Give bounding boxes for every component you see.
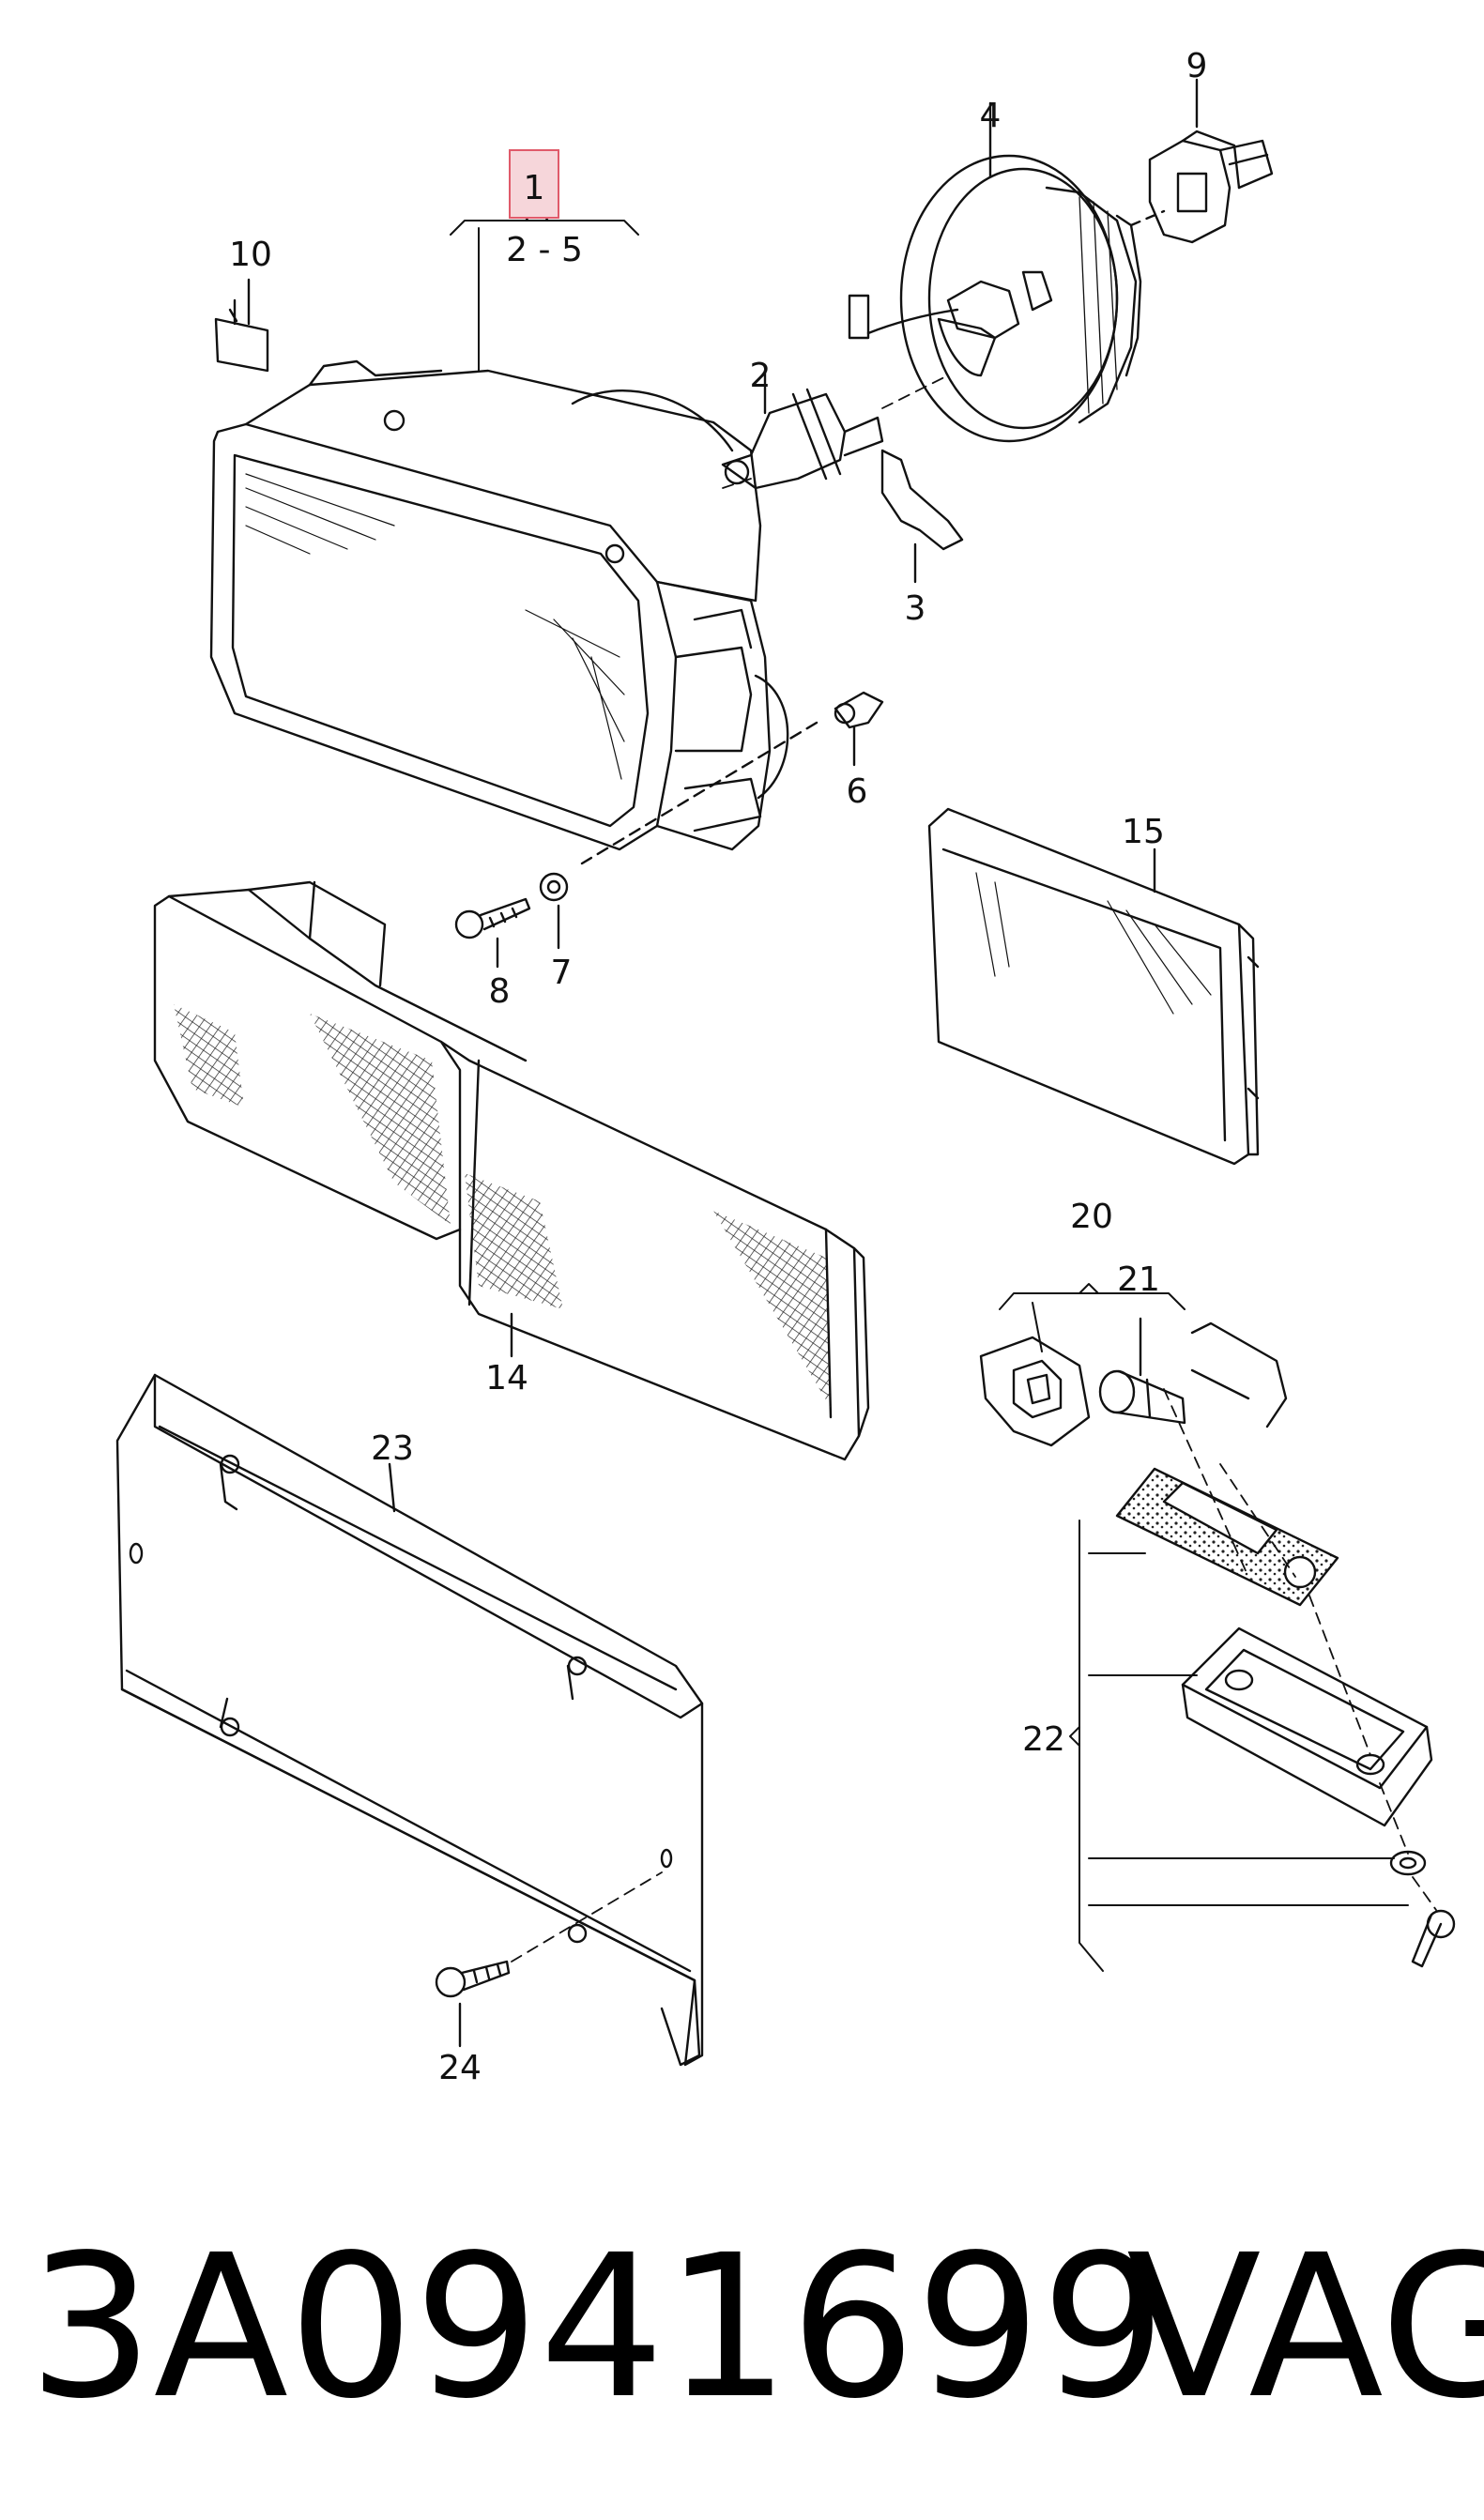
callout-7-label: 7: [551, 954, 573, 992]
callout-22-label: 22: [1022, 1720, 1065, 1759]
festoon-bulb: [1098, 1317, 1186, 1425]
headlight-glass: [927, 807, 1260, 1166]
part-number-footer: 3A0941699 VAG: [28, 2212, 1484, 2442]
callout-23-label: 23: [371, 1429, 414, 1468]
callout-8-label: 8: [489, 972, 511, 1011]
lamp-screw: [1411, 1909, 1456, 1968]
lamp-cover-clip: [1190, 1321, 1288, 1428]
callout-21-label: 21: [1117, 1260, 1160, 1299]
lamp-assembly-lines: [1163, 1388, 1437, 1911]
indicator-lens-grid-small: [174, 1004, 244, 1107]
lamp-gasket: [1115, 1467, 1339, 1607]
callout-20-label: 20: [1070, 1198, 1113, 1236]
callout-15-label: 15: [1122, 813, 1165, 851]
washer: [539, 872, 569, 950]
callout-6-label: 6: [847, 772, 868, 811]
brand-name: VAG: [1126, 2212, 1484, 2442]
callout-10-label: 10: [229, 236, 272, 274]
bulb-holder-ribs: [1079, 196, 1118, 414]
callout-1-label: 1: [524, 169, 545, 207]
indicator-lens-grid-middle: [465, 1173, 563, 1309]
trim-panel: [115, 1373, 704, 2067]
callout-2-label: 2: [750, 357, 772, 395]
lamp-socket: [979, 1336, 1091, 1447]
callout-1-range-label: 2 - 5: [506, 231, 583, 269]
lamp-housing: [1181, 1627, 1433, 1827]
lamp-washer: [1389, 1850, 1427, 1876]
headlight-assembly-lines: [722, 374, 949, 489]
headlight-housing: [209, 359, 789, 851]
callout-3-label: 3: [905, 589, 926, 628]
halogen-bulb: [721, 369, 884, 490]
indicator-lens-grid-left: [310, 1014, 451, 1225]
callout-4-label: 4: [980, 97, 1002, 135]
connector-plug: [1148, 78, 1274, 244]
part-number: 3A0941699: [28, 2212, 1167, 2442]
screw-24: [435, 1871, 663, 2048]
retaining-clip: [880, 449, 964, 584]
callout-22-bracket: [1069, 1520, 1409, 1972]
push-nut: [580, 691, 884, 865]
callout-14-label: 14: [485, 1359, 528, 1397]
callout-1-highlight: [509, 149, 559, 219]
callout-9-label: 9: [1186, 47, 1208, 85]
bulb-holder: [848, 101, 1166, 443]
headlight-glass-hatching: [975, 872, 1212, 1015]
small-clip: [214, 278, 269, 373]
indicator-lens-grid-right: [713, 1211, 831, 1408]
callout-24-label: 24: [438, 2049, 482, 2087]
headlight-lens-hatching: [245, 473, 625, 780]
screw-8: [454, 897, 531, 969]
